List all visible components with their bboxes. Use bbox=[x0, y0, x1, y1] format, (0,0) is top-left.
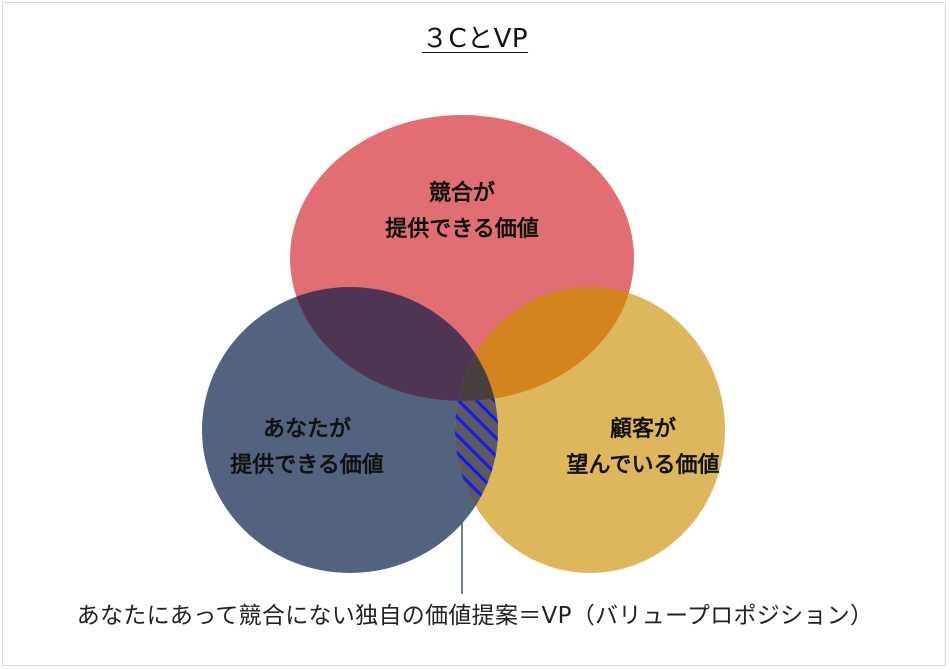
vp-caption: あなたにあって競合にない独自の価値提案＝VP（バリュープロポジション） bbox=[76, 603, 874, 629]
you-label-line1: あなたが bbox=[262, 417, 351, 442]
hatch-line bbox=[744, 380, 904, 540]
hatch-line bbox=[455, 378, 498, 542]
competitor-you-overlap bbox=[290, 287, 498, 401]
customer-label-line1: 顧客が bbox=[609, 417, 676, 442]
diagram-title: ３CとVP bbox=[421, 24, 529, 54]
competitor-label-line1: 競合が bbox=[428, 181, 495, 206]
competitor-label: 競合が 提供できる価値 bbox=[332, 176, 592, 248]
hatch-line bbox=[762, 380, 922, 540]
customer-label: 顧客が 望んでいる価値 bbox=[528, 412, 758, 484]
you-label-line2: 提供できる価値 bbox=[230, 453, 384, 478]
competitor-customer-overlap bbox=[455, 287, 634, 401]
hatch-line bbox=[455, 378, 498, 542]
competitor-label-line2: 提供できる価値 bbox=[385, 217, 539, 242]
hatch-line bbox=[455, 378, 498, 542]
hatch-line bbox=[780, 380, 940, 540]
hatch-line bbox=[455, 378, 498, 542]
you-label: あなたが 提供できる価値 bbox=[192, 412, 422, 484]
customer-label-line2: 望んでいる価値 bbox=[566, 453, 720, 478]
